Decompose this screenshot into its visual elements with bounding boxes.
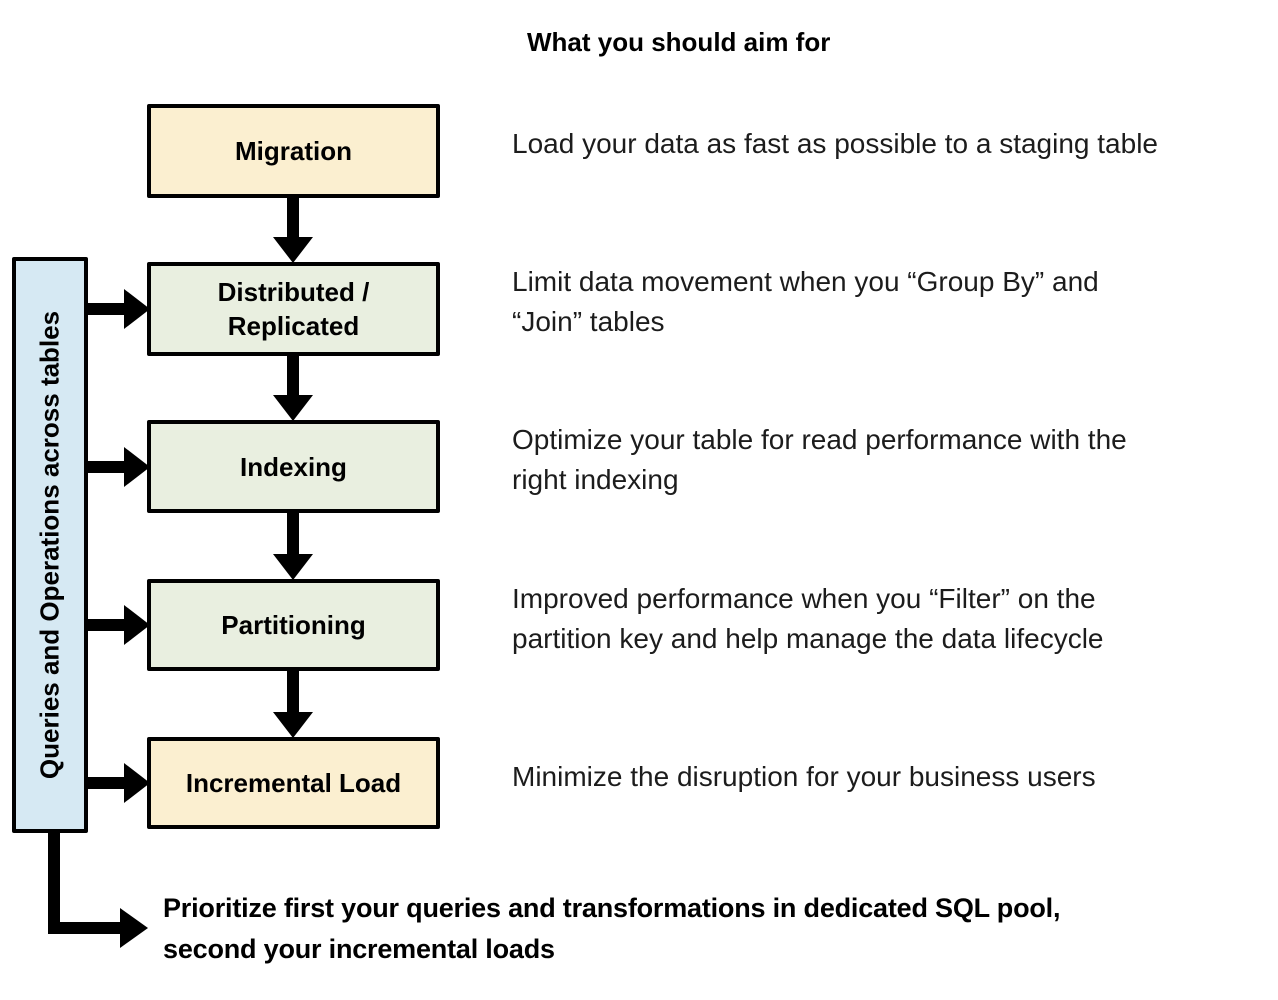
arrow-right-icon — [86, 605, 150, 645]
flow-box-migration: Migration — [147, 104, 440, 198]
flow-box-incremental-load-label: Incremental Load — [185, 768, 402, 798]
arrow-right-icon — [86, 447, 150, 487]
footer-note: Prioritize first your queries and transf… — [163, 893, 1061, 964]
sidebar-queries-operations: Queries and Operations across tables — [12, 257, 88, 833]
flow-box-indexing-label: Indexing — [240, 451, 347, 482]
flow-box-distributed-replicated: Distributed / Replicated — [147, 262, 440, 356]
description-distributed-replicated: Limit data movement when you “Group By” … — [512, 266, 1099, 337]
flow-box-indexing: Indexing — [147, 420, 440, 513]
sidebar-label: Queries and Operations across tables — [34, 310, 65, 780]
description-incremental-load: Minimize the disruption for your busines… — [512, 761, 1096, 792]
flow-box-partitioning-label: Partitioning — [221, 610, 366, 640]
arrow-right-icon — [86, 289, 150, 329]
arrow-down-icon — [271, 667, 315, 738]
flow-box-incremental-load: Incremental Load — [147, 737, 440, 829]
arrow-right-icon — [86, 763, 150, 803]
arrow-down-icon — [271, 194, 315, 263]
flow-box-partitioning: Partitioning — [147, 579, 440, 671]
description-migration: Load your data as fast as possible to a … — [512, 128, 1158, 159]
arrow-down-icon — [271, 509, 315, 580]
flow-box-migration-label: Migration — [235, 136, 352, 166]
description-indexing: Optimize your table for read performance… — [512, 424, 1127, 495]
arrow-down-icon — [271, 352, 315, 421]
flow-box-distributed-replicated-label: Distributed / Replicated — [217, 277, 370, 341]
page-title: What you should aim for — [527, 27, 831, 57]
description-partitioning: Improved performance when you “Filter” o… — [512, 583, 1104, 654]
